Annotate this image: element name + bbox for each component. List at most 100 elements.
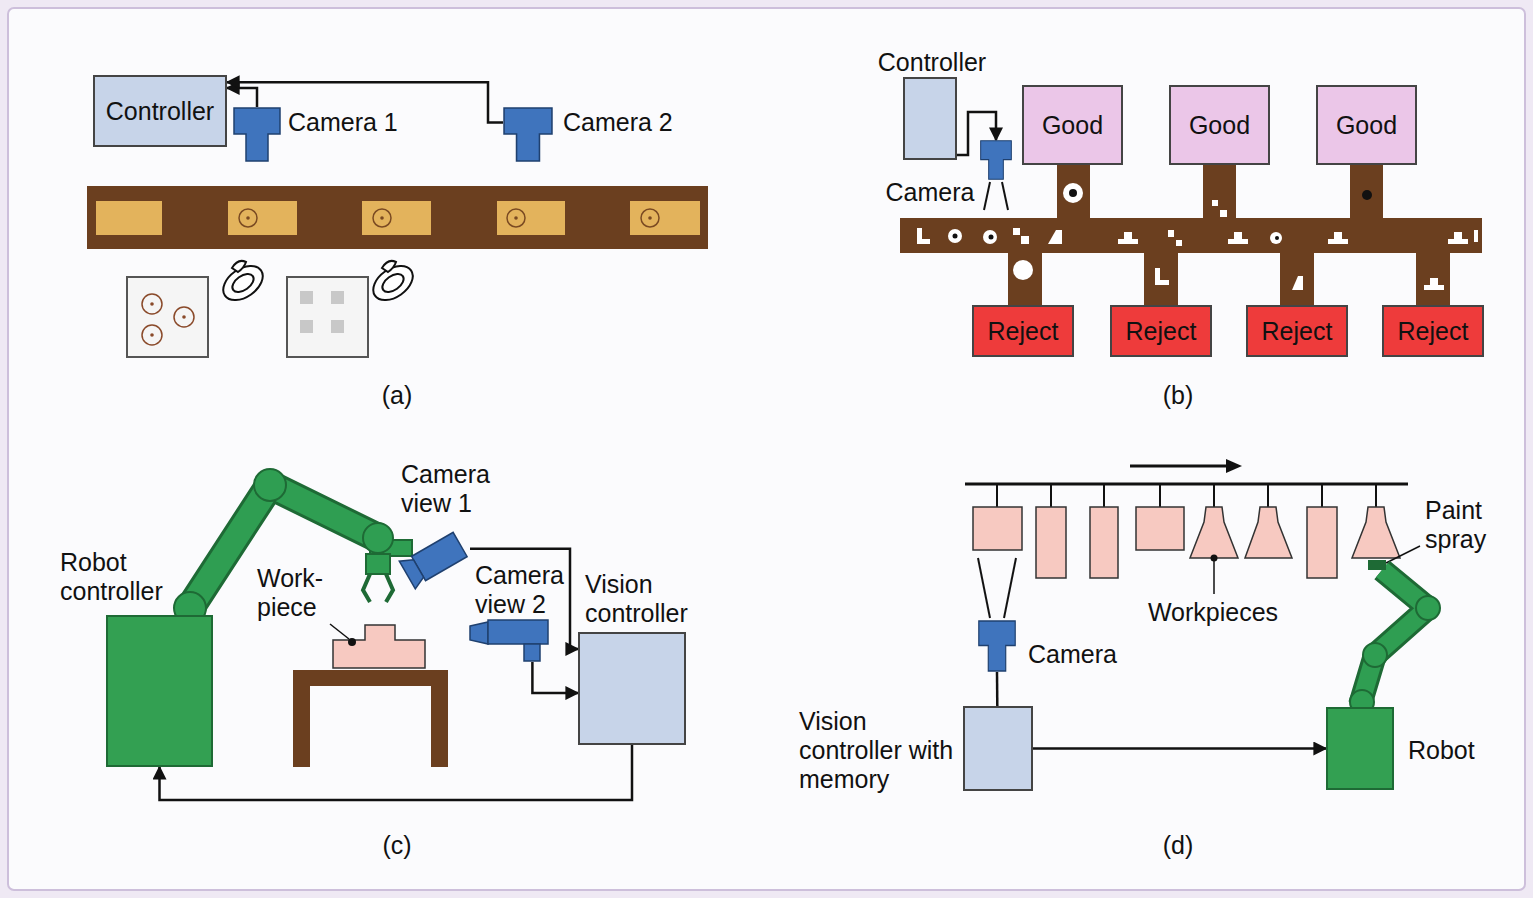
node-label: Camera view 2 [475, 561, 595, 619]
parts-bin [331, 320, 344, 333]
camera-symbol [503, 107, 553, 162]
node-label: Camera [1028, 640, 1117, 669]
overhead-rail [996, 484, 998, 507]
sorting-track [1057, 163, 1090, 220]
camera-body [979, 621, 1015, 671]
sorted-parts [1013, 260, 1033, 280]
overhead-rail [1375, 484, 1377, 507]
hanging-workpieces [1307, 507, 1337, 578]
conveyor [497, 201, 565, 235]
work-table [431, 684, 448, 767]
node-label: Reject [1262, 317, 1333, 346]
robot-arm [366, 554, 390, 574]
parts-bin [142, 294, 194, 345]
conveyor [246, 216, 652, 220]
parts-bin [300, 320, 313, 333]
parts-bin [142, 325, 162, 345]
sorting-track [1416, 251, 1450, 307]
camera-icon: Camera view 2 [470, 620, 548, 662]
part-label: Workpieces [1148, 598, 1278, 627]
camera-body [504, 108, 552, 161]
sorting-track [900, 218, 1482, 253]
paint-robot-arm [1416, 596, 1440, 620]
conveyor [380, 216, 384, 220]
camera-view [978, 558, 1016, 618]
paint-robot-arm [1350, 596, 1440, 714]
node-label: Good [1189, 111, 1250, 140]
parts-bin [182, 315, 186, 319]
gripper-icon [232, 261, 246, 272]
controller-box: Controller [903, 77, 957, 160]
controller-box: Controller [93, 75, 227, 147]
sorted-parts [1474, 230, 1478, 242]
reject-bin: Reject [1382, 305, 1484, 357]
robot-arm [174, 469, 393, 624]
reject-bin: Reject [972, 305, 1074, 357]
node-label: Good [1336, 111, 1397, 140]
camera-symbol [470, 620, 548, 662]
parts-bin [150, 333, 154, 337]
sorted-parts [1292, 276, 1303, 290]
camera-body [981, 141, 1012, 180]
overhead-rail [1130, 465, 1228, 468]
node-label: Vision controller [585, 570, 725, 628]
sorting-track [1280, 251, 1314, 307]
sorted-parts [1212, 200, 1218, 206]
good-bin: Good [1022, 85, 1123, 165]
camera-view [1004, 558, 1016, 618]
paint-robot-arm [1350, 560, 1440, 714]
camera-view [978, 558, 990, 618]
vision-controller-box: Vision controller with memory [963, 706, 1033, 791]
panel-letter: (c) [382, 831, 411, 860]
sorting-track [1008, 251, 1042, 307]
sorted-parts [953, 234, 958, 239]
gripper-icon [382, 261, 396, 272]
robot-arm [254, 469, 286, 501]
conveyor [648, 216, 652, 220]
work-table [293, 670, 448, 686]
camera-icon: Camera [978, 620, 1016, 672]
panel-letter: (d) [1163, 831, 1194, 860]
sorted-parts [1424, 278, 1444, 290]
hanging-workpieces [1190, 507, 1238, 558]
camera-symbol [980, 140, 1012, 180]
sorted-parts [1063, 183, 1083, 203]
sorted-parts [1176, 240, 1182, 246]
sorted-parts [1448, 232, 1468, 244]
parts-bin [150, 302, 154, 306]
hanging-workpieces [1352, 507, 1400, 558]
parts-bin [300, 291, 344, 333]
signal-connector [996, 672, 999, 706]
sorting-track [1350, 163, 1383, 220]
leader-dot [348, 638, 356, 646]
sorted-parts [917, 228, 930, 244]
overhead-rail [1213, 484, 1215, 507]
hanging-workpieces [1136, 507, 1184, 550]
workpiece [333, 625, 425, 668]
camera-view [984, 182, 1008, 210]
gripper-icon [217, 259, 419, 307]
panel-ground [8, 8, 1525, 890]
camera-icon: Camera 1 [233, 107, 281, 162]
good-bin: Good [1316, 85, 1417, 165]
camera-view [1002, 182, 1008, 210]
paint-robot-arm [1360, 570, 1428, 705]
paint-robot-arm [1368, 560, 1386, 570]
sorting-track [1144, 251, 1178, 307]
robot-arm [363, 523, 393, 553]
parts-bin [300, 291, 313, 304]
sorting-track [900, 163, 1482, 307]
sorted-parts [1362, 190, 1372, 200]
node-label: Controller [878, 48, 986, 77]
conveyor [239, 209, 659, 227]
camera-icon: Camera [980, 140, 1012, 180]
conveyor [507, 209, 525, 227]
sorted-parts [1220, 210, 1227, 217]
overhead-rail [1159, 484, 1161, 507]
sorted-parts [1118, 232, 1138, 244]
camera-view [984, 182, 990, 210]
overhead-rail [965, 466, 1408, 507]
node-label: Reject [988, 317, 1059, 346]
